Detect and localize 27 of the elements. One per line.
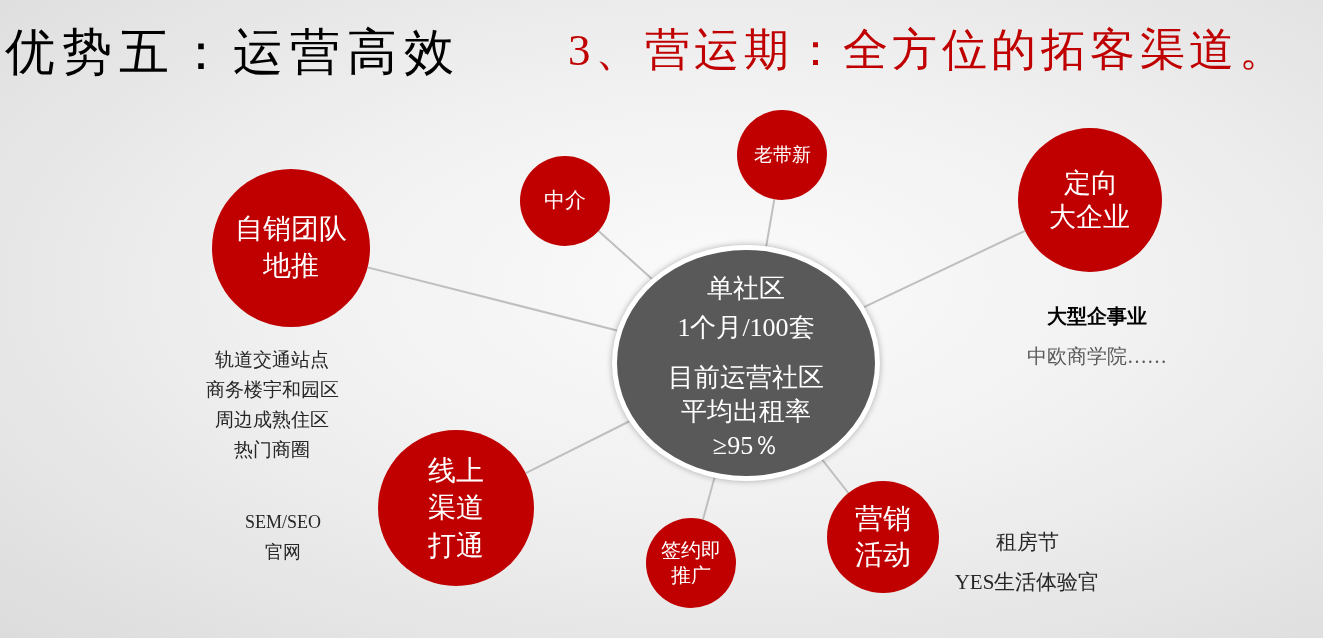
connector-line [765, 198, 776, 248]
circle-label: 营销活动 [854, 502, 912, 572]
circle-label: 老带新 [753, 143, 811, 167]
connector-line [863, 229, 1026, 309]
side-note: 中欧商学院…… [1027, 344, 1167, 369]
side-note: 商务楼宇和园区 [205, 378, 339, 402]
connector-line [597, 230, 653, 280]
circle-label: 签约即推广 [660, 538, 722, 588]
connector-line [366, 266, 619, 332]
circle-label: 定向大企业 [1048, 167, 1131, 234]
connector-line [524, 420, 631, 475]
side-note: YES生活体验官 [954, 569, 1100, 596]
side-note: 租房节 [995, 529, 1059, 556]
circle-label: 线上渠道打通 [427, 454, 485, 563]
side-note: 热门商圈 [234, 438, 310, 462]
center-text: 目前运营社区平均出租率≥95％ [667, 362, 825, 462]
side-note: 周边成熟住区 [215, 408, 329, 432]
side-note: 轨道交通站点 [215, 348, 329, 372]
circle-label: 自销团队地推 [234, 212, 348, 283]
center-text: 1个月/100套 [677, 312, 815, 345]
circle-label: 中介 [544, 188, 586, 214]
slide-subtitle: 3、营运期：全方位的拓客渠道。 [568, 28, 1288, 73]
side-note: 大型企事业 [1047, 304, 1147, 329]
side-note: SEM/SEO [245, 511, 321, 534]
side-note: 官网 [265, 541, 301, 564]
slide-title: 优势五：运营高效 [5, 27, 461, 77]
center-text: 单社区 [707, 272, 785, 305]
